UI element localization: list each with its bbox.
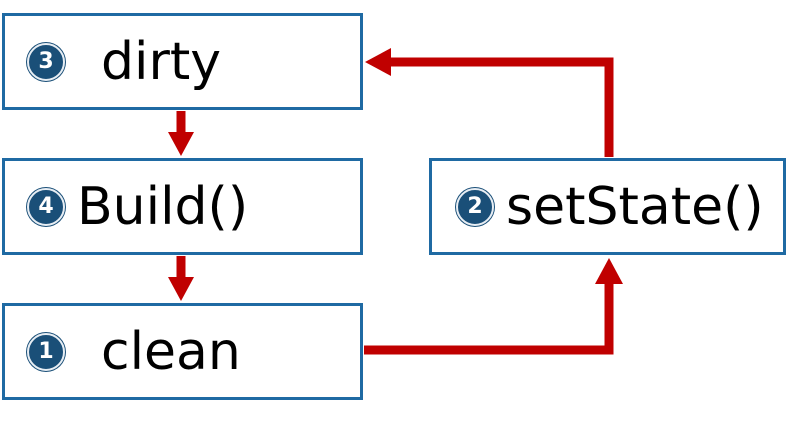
arrow-dirty-to-build — [168, 111, 194, 156]
state-label: clean — [101, 321, 241, 382]
state-label: setState() — [506, 176, 764, 237]
state-box-dirty: 3 dirty — [2, 13, 363, 110]
step-badge: 4 — [27, 187, 65, 226]
arrow-setstate-to-dirty — [365, 48, 614, 157]
state-label: Build() — [77, 176, 249, 237]
step-badge: 1 — [27, 332, 65, 371]
state-label: dirty — [101, 31, 221, 92]
state-box-clean: 1 clean — [2, 303, 363, 400]
state-box-setstate: 2 setState() — [429, 158, 786, 255]
state-box-build: 4 Build() — [2, 158, 363, 255]
arrow-clean-to-setstate — [364, 258, 623, 355]
step-badge: 2 — [456, 187, 494, 226]
arrow-build-to-clean — [168, 256, 194, 301]
step-badge: 3 — [27, 42, 65, 81]
